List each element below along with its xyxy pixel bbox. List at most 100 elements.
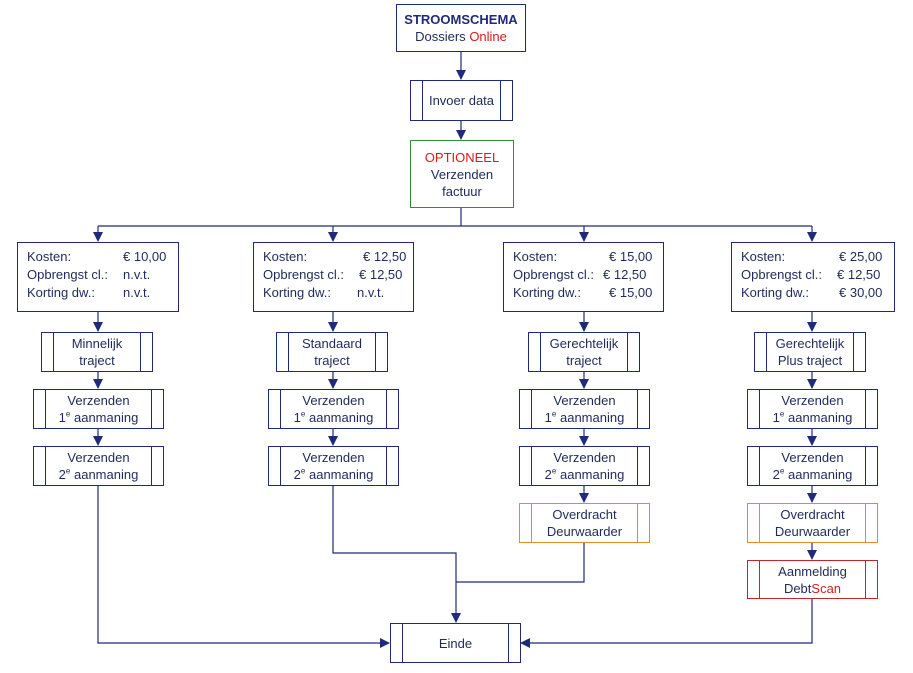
verzenden-label: Verzenden <box>553 450 616 465</box>
arrow-col2-to-einde <box>332 486 461 623</box>
overdracht-line2: Deurwaarder <box>774 524 851 539</box>
einde-box: Einde <box>390 623 521 663</box>
header-subtitle: Dossiers Online <box>415 28 507 45</box>
aanmaning-line: 2e aanmaning <box>294 466 374 483</box>
traject-box-minnelijk: Minnelijk traject <box>41 332 153 372</box>
ordinal-number: 1 <box>772 410 780 425</box>
ordinal-number: 2 <box>772 467 780 482</box>
optioneel-tag: OPTIONEEL <box>424 149 500 165</box>
verzenden-label: Verzenden <box>553 393 616 408</box>
costs-value-opbrengst: € 12,50 <box>603 267 647 282</box>
costs-box-minnelijk: Kosten: € 10,00 Opbrengst cl.: n.v.t. Kort… <box>17 242 179 312</box>
ordinal-number: 1 <box>58 410 66 425</box>
aanmaning-label: aanmaning <box>787 410 853 425</box>
aanmaning-label: aanmaning <box>73 410 139 425</box>
header-subtitle-prefix: Dossiers <box>415 29 466 44</box>
aanmaning-line: 2e aanmaning <box>59 466 139 483</box>
overdracht-line2: Deurwaarder <box>546 524 623 539</box>
verzenden-2e-aanmaning-col2: Verzenden 2e aanmaning <box>268 446 399 486</box>
arrow-col4-to-einde <box>520 599 813 648</box>
verzenden-label: Verzenden <box>302 450 365 465</box>
verzenden-2e-aanmaning-col1: Verzenden 2e aanmaning <box>33 446 164 486</box>
ordinal-number: 2 <box>544 467 552 482</box>
arrow-col1-to-einde <box>97 486 390 648</box>
invoer-data-label: Invoer data <box>428 93 495 108</box>
ordinal-suffix: e <box>65 409 71 419</box>
verzenden-1e-aanmaning-col2: Verzenden 1e aanmaning <box>268 389 399 429</box>
line-col3-to-einde <box>456 543 585 583</box>
aanmaning-label: aanmaning <box>559 467 625 482</box>
costs-label-korting: Korting dw.: <box>513 285 581 300</box>
traject-line2: traject <box>566 353 602 368</box>
optioneel-box: OPTIONEEL Verzenden factuur <box>410 140 514 208</box>
costs-label-opbrengst: Opbrengst cl.: <box>27 267 108 282</box>
costs-label-opbrengst: Opbrengst cl.: <box>513 267 594 282</box>
aanmaning-label: aanmaning <box>308 467 374 482</box>
costs-value-korting: n.v.t. <box>123 285 151 300</box>
costs-value-kosten: € 25,00 <box>839 249 883 264</box>
traject-box-standaard: Standaard traject <box>276 332 388 372</box>
verzenden-label: Verzenden <box>781 393 844 408</box>
aanmaning-label: aanmaning <box>559 410 625 425</box>
aanmelding-line2: DebtScan <box>784 580 841 597</box>
aanmaning-label: aanmaning <box>787 467 853 482</box>
costs-box-gerechtelijk-plus: Kosten: € 25,00 Opbrengst cl.: € 12,50 Kor… <box>731 242 895 312</box>
overdracht-deurwaarder-col4: Overdracht Deurwaarder <box>747 503 878 543</box>
ordinal-suffix: e <box>300 409 306 419</box>
ordinal-suffix: e <box>779 466 785 476</box>
aanmaning-label: aanmaning <box>308 410 374 425</box>
header-title: STROOMSCHEMA <box>404 12 518 27</box>
verzenden-2e-aanmaning-col3: Verzenden 2e aanmaning <box>519 446 650 486</box>
ordinal-suffix: e <box>779 409 785 419</box>
verzenden-label: Verzenden <box>781 450 844 465</box>
costs-label-kosten: Kosten: <box>27 249 72 264</box>
verzenden-1e-aanmaning-col3: Verzenden 1e aanmaning <box>519 389 650 429</box>
costs-label-kosten: Kosten: <box>741 249 786 264</box>
costs-value-kosten: € 15,00 <box>609 249 653 264</box>
optioneel-line1: Verzenden <box>430 166 494 182</box>
optioneel-line2: factuur <box>442 183 482 199</box>
aanmaning-line: 1e aanmaning <box>545 409 625 426</box>
costs-value-korting: € 30,00 <box>839 285 883 300</box>
overdracht-line1: Overdracht <box>552 507 617 522</box>
ordinal-suffix: e <box>65 466 71 476</box>
costs-value-korting: € 15,00 <box>609 285 653 300</box>
costs-value-korting: n.v.t. <box>357 285 385 300</box>
ordinal-suffix: e <box>551 409 557 419</box>
costs-label-opbrengst: Opbrengst cl.: <box>741 267 822 282</box>
header-subtitle-highlight: Online <box>469 29 507 44</box>
ordinal-number: 2 <box>293 467 301 482</box>
traject-line2: traject <box>314 353 350 368</box>
verzenden-1e-aanmaning-col1: Verzenden 1e aanmaning <box>33 389 164 429</box>
aanmaning-line: 2e aanmaning <box>773 466 853 483</box>
traject-line1: Standaard <box>302 336 362 351</box>
costs-label-kosten: Kosten: <box>513 249 558 264</box>
costs-box-gerechtelijk: Kosten: € 15,00 Opbrengst cl.: € 12,50 Kor… <box>503 242 664 312</box>
ordinal-suffix: e <box>300 466 306 476</box>
ordinal-number: 2 <box>58 467 66 482</box>
verzenden-2e-aanmaning-col4: Verzenden 2e aanmaning <box>747 446 878 486</box>
costs-box-standaard: Kosten:€ 12,50 Opbrengst cl.:€ 12,50 Kor… <box>253 242 414 312</box>
costs-label-korting: Korting dw.: <box>27 285 95 300</box>
aanmaning-line: 1e aanmaning <box>59 409 139 426</box>
costs-label-korting: Korting dw.: <box>263 285 331 300</box>
verzenden-1e-aanmaning-col4: Verzenden 1e aanmaning <box>747 389 878 429</box>
verzenden-label: Verzenden <box>302 393 365 408</box>
header-box: STROOMSCHEMA Dossiers Online <box>396 4 526 52</box>
costs-label-opbrengst: Opbrengst cl.: <box>263 267 344 282</box>
costs-value-opbrengst: € 12,50 <box>837 267 881 282</box>
traject-line1: Gerechtelijk <box>549 336 619 351</box>
aanmelding-line1: Aanmelding <box>778 563 847 579</box>
costs-label-kosten: Kosten: <box>263 249 308 264</box>
aanmaning-label: aanmaning <box>73 467 139 482</box>
costs-label-korting: Korting dw.: <box>741 285 809 300</box>
ordinal-suffix: e <box>551 466 557 476</box>
debtscan-prefix: Debt <box>783 580 812 596</box>
traject-box-gerechtelijk: Gerechtelijk traject <box>528 332 640 372</box>
overdracht-deurwaarder-col3: Overdracht Deurwaarder <box>519 503 650 543</box>
costs-value-kosten: € 10,00 <box>123 249 167 264</box>
einde-label: Einde <box>438 635 473 651</box>
debtscan-highlight: Scan <box>811 580 842 596</box>
